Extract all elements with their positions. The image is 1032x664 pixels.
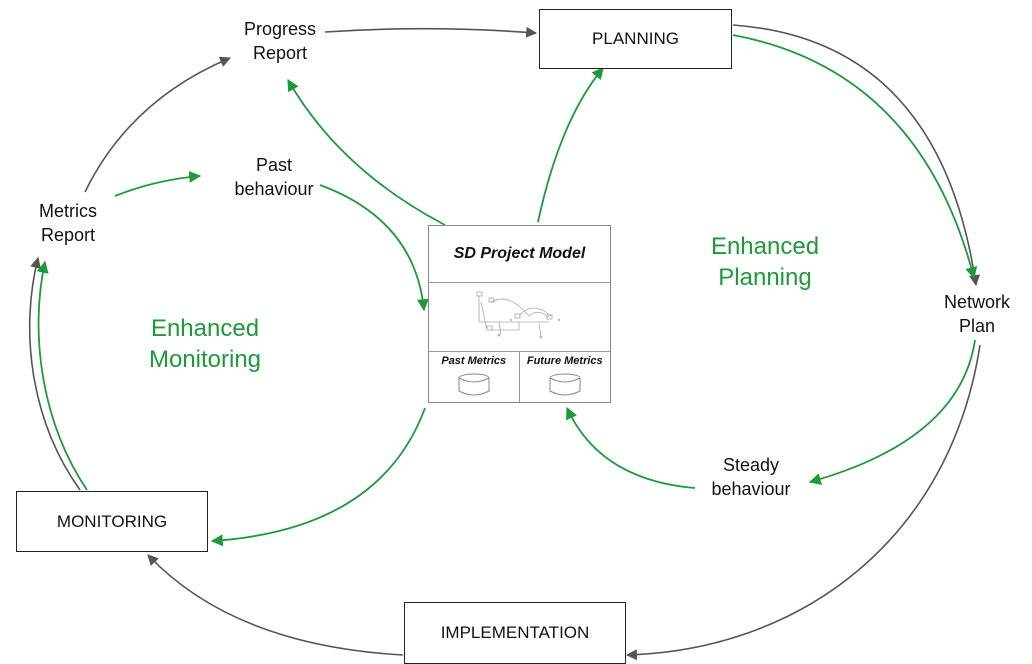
metrics-report-label: Metrics Report <box>39 201 97 245</box>
arrow-network-to-implementation <box>625 344 981 661</box>
monitoring-box: MONITORING <box>16 491 208 552</box>
monitoring-label: MONITORING <box>56 511 168 531</box>
stock-flow-thumbnail-icon <box>476 291 561 339</box>
enhanced-monitoring-label: Enhanced Monitoring <box>148 315 262 373</box>
arrow-monitoring-to-metrics-green <box>36 260 88 491</box>
future-metrics-cell: Future Metrics <box>520 351 611 402</box>
past-metrics-cell: Past Metrics <box>429 351 520 402</box>
enhanced-planning-label: Enhanced Planning <box>710 233 820 291</box>
sd-project-model: SD Project Model <box>428 225 611 403</box>
progress-report-label: Progress Report <box>243 19 317 63</box>
planning-box: PLANNING <box>539 9 732 69</box>
model-title: SD Project Model <box>429 226 610 283</box>
planning-label: PLANNING <box>592 29 679 48</box>
arrow-model-to-progress <box>287 78 446 226</box>
database-icon <box>458 373 490 396</box>
arrow-implementation-to-monitoring <box>147 554 404 656</box>
arrow-model-to-monitoring <box>210 407 426 547</box>
arrow-steady-to-model <box>566 406 696 489</box>
arrow-progress-to-planning <box>324 26 538 38</box>
past-metrics-label: Past Metrics <box>441 355 507 367</box>
past-behaviour-label: Past behaviour <box>234 155 314 199</box>
implementation-label: IMPLEMENTATION <box>440 623 590 642</box>
future-metrics-label: Future Metrics <box>526 355 603 367</box>
arrow-metrics-to-past-behaviour <box>114 170 202 197</box>
arrow-network-to-steady <box>808 339 976 485</box>
arrow-past-behaviour-to-model <box>319 184 429 312</box>
arrow-planning-to-network <box>732 24 980 287</box>
steady-behaviour-label: Steady behaviour <box>711 455 791 499</box>
arrow-planning-to-network-green <box>732 34 978 280</box>
arrow-model-to-planning <box>537 67 604 223</box>
implementation-box: IMPLEMENTATION <box>404 602 626 664</box>
model-thumbnail <box>429 282 610 352</box>
database-icon <box>549 373 581 396</box>
arrow-monitoring-to-metrics-gray <box>28 256 81 491</box>
network-plan-label: Network Plan <box>943 292 1010 336</box>
arrow-metrics-to-progress <box>84 56 232 193</box>
